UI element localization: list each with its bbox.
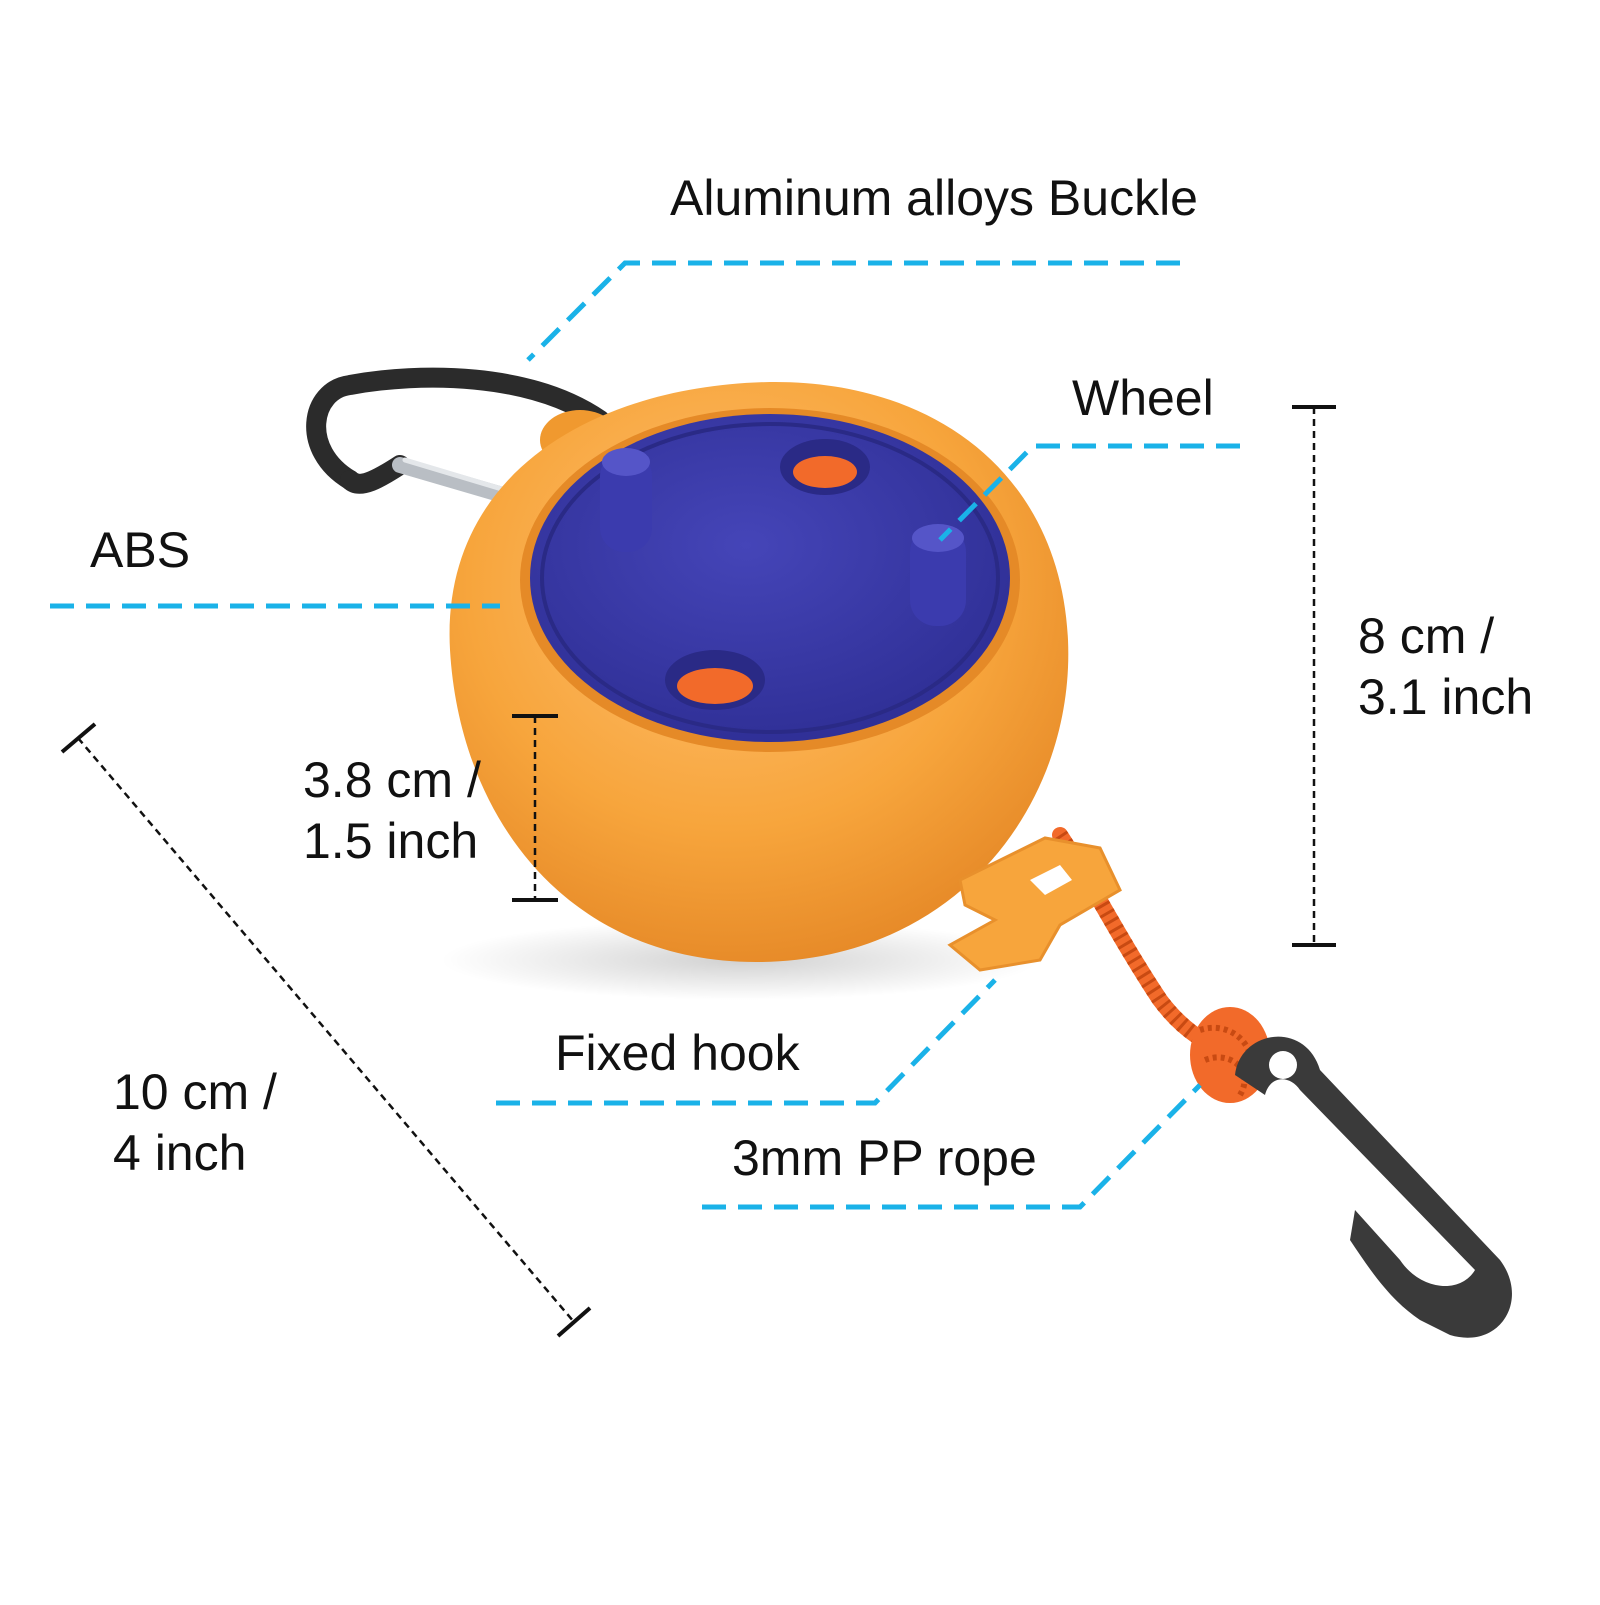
label-abs: ABS — [90, 522, 191, 578]
callout-line-rope — [702, 1083, 1202, 1210]
plastic-clip — [1235, 1036, 1512, 1338]
label-buckle: Aluminum alloys Buckle — [670, 170, 1198, 226]
callout-line-buckle — [526, 260, 1180, 362]
callout-line-fixed-hook — [496, 978, 997, 1106]
label-length-inch: 4 inch — [113, 1125, 247, 1181]
aluminum-buckle — [306, 367, 610, 508]
label-rope: 3mm PP rope — [732, 1130, 1037, 1186]
label-thickness-cm: 3.8 cm / — [303, 752, 481, 808]
wheel-peg-left — [600, 452, 652, 552]
label-length-cm: 10 cm / — [113, 1064, 277, 1120]
label-length: 10 cm / 4 inch — [113, 1062, 277, 1184]
clip-eye — [1269, 1051, 1297, 1079]
dimension-length — [60, 722, 592, 1338]
label-height: 8 cm / 3.1 inch — [1358, 606, 1533, 728]
dimension-height — [1292, 405, 1336, 947]
buckle-black-loop — [306, 367, 610, 490]
buckle-black-lower — [340, 455, 410, 494]
buckle-gate-highlight — [402, 457, 518, 496]
label-thickness: 3.8 cm / 1.5 inch — [303, 750, 481, 872]
rope-hole-top-rope — [793, 456, 857, 488]
label-height-cm: 8 cm / — [1358, 608, 1495, 664]
label-wheel: Wheel — [1072, 370, 1214, 426]
label-thickness-inch: 1.5 inch — [303, 813, 479, 869]
label-height-inch: 3.1 inch — [1358, 669, 1534, 725]
callout-line-wheel — [938, 443, 1240, 542]
dimension-thickness — [512, 714, 558, 902]
hook-slot — [1030, 865, 1072, 895]
wheel-peg-left-top — [602, 448, 650, 476]
wheel — [520, 408, 1020, 752]
wheel-peg-right — [910, 526, 966, 626]
fixed-hook — [947, 836, 1122, 972]
wheel-peg-right-top — [912, 524, 964, 552]
wheel-inner-ring — [540, 422, 1000, 734]
rope-hole-bottom-rope — [677, 668, 753, 704]
label-fixed-hook: Fixed hook — [555, 1025, 800, 1081]
hook-shape — [947, 836, 1122, 972]
clip-body — [1235, 1036, 1512, 1338]
